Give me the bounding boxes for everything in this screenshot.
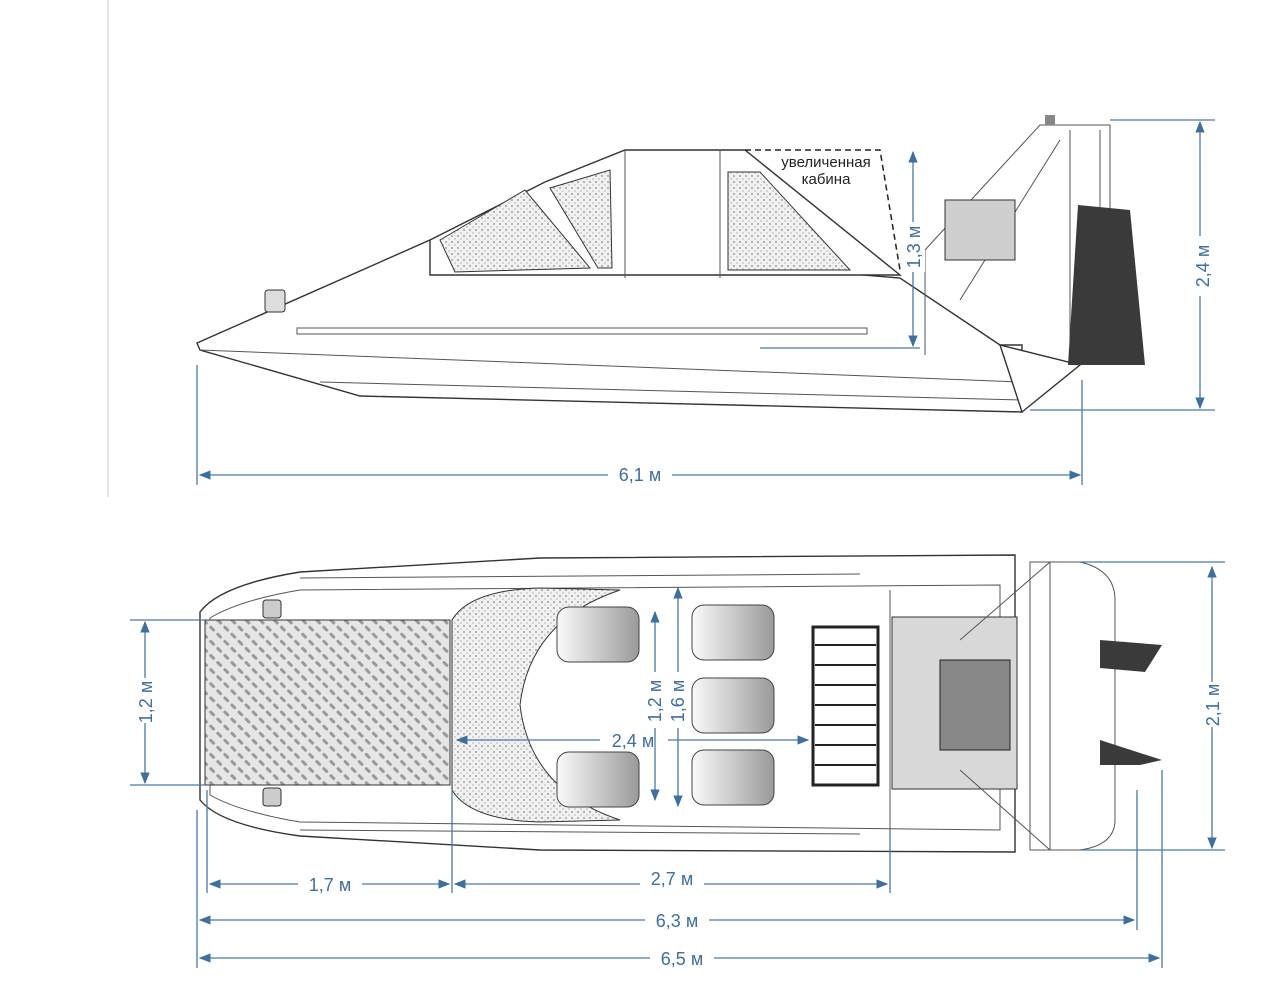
rudder (1100, 740, 1162, 765)
length-label: 6,1 м (619, 465, 661, 485)
enlarged-cabin-outline (745, 149, 901, 271)
engine (944, 199, 1016, 261)
seats (556, 604, 775, 808)
hull-side (196, 239, 1082, 414)
window (727, 171, 852, 271)
seat (691, 749, 775, 806)
side-rail (296, 327, 868, 335)
window (439, 189, 592, 273)
hull-top (199, 554, 1016, 853)
seat (691, 677, 775, 734)
cockpit-width-label: 1,6 м (668, 680, 688, 722)
cabin-length-label: 2,7 м (651, 869, 693, 889)
cabin-side: увеличенная кабина (429, 149, 902, 278)
window (549, 169, 613, 269)
side-view: увеличенная кабина 6,1 м 2,4 м (107, 0, 1215, 497)
overall-length-label: 6,5 м (661, 949, 703, 969)
seat (556, 751, 640, 808)
rudder (1100, 640, 1162, 672)
engine-top (811, 561, 1162, 851)
cabin-height-label: 1,3 м (904, 226, 924, 268)
headlight-icon (262, 787, 282, 807)
seat (691, 604, 775, 661)
cockpit-length-label: 2,4 м (612, 731, 654, 751)
deck-plate (204, 619, 451, 786)
top-dimensions: 1,2 м 1,2 м 1,6 м 2,4 м 2,1 м 1,7 м 2,7 … (130, 561, 1225, 970)
windshield (451, 587, 621, 823)
cabin-note: кабина (802, 171, 851, 188)
bow-length-label: 1,7 м (309, 875, 351, 895)
total-width-label: 2,1 м (1203, 684, 1223, 726)
side-dimensions: 6,1 м 2,4 м 1,3 м (196, 119, 1215, 486)
height-label: 2,4 м (1193, 245, 1213, 287)
rudder (1068, 205, 1145, 365)
top-view: 1,2 м 1,2 м 1,6 м 2,4 м 2,1 м 1,7 м 2,7 … (130, 554, 1225, 970)
seat-spacing-label: 1,2 м (645, 680, 665, 722)
deck-width-label: 1,2 м (136, 681, 156, 723)
engine-cage-side (924, 115, 1145, 365)
cabin-note: увеличенная (781, 154, 870, 171)
seat (556, 606, 640, 663)
beacon (1045, 115, 1055, 125)
hull-length-label: 6,3 м (656, 911, 698, 931)
headlight-icon (262, 599, 282, 619)
engine (939, 659, 1011, 751)
headlight-icon (264, 289, 286, 313)
